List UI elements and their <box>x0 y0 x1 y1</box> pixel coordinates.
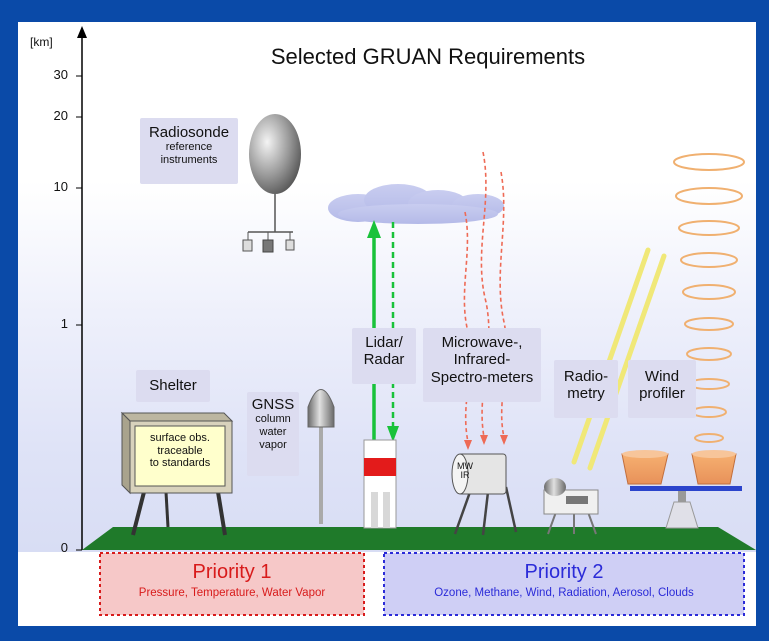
axis-tick-label-10: 10 <box>53 179 68 194</box>
radiometry-label: Radio- metry <box>554 368 618 403</box>
priority2-items: Ozone, Methane, Wind, Radiation, Aerosol… <box>434 587 694 599</box>
radiosonde-title: Radiosonde <box>148 124 230 141</box>
microwave-label: Microwave-, Infrared- Spectro-meters <box>418 334 546 386</box>
axis-unit-label: [km] <box>30 35 53 49</box>
shelter-label: Shelter <box>149 377 197 394</box>
microwave-line2: Infrared- <box>453 351 511 369</box>
gnss-label: GNSS column water vapor <box>247 396 299 451</box>
axis-tick-label-1: 1 <box>60 316 68 331</box>
radiosonde-sub1: reference <box>165 141 213 154</box>
microwave-line1: Microwave-, <box>441 334 523 351</box>
mwir-radiometer <box>451 453 518 536</box>
gnss-antenna <box>307 389 335 524</box>
axis-arrowhead <box>77 26 87 38</box>
shelter-sign-line2: traceable <box>157 444 203 457</box>
radiometer-instrument <box>543 478 599 535</box>
ground <box>82 527 756 550</box>
lidar-line2: Radar <box>363 351 405 369</box>
priority2-box <box>383 552 745 616</box>
cloud <box>328 184 504 224</box>
mwir-line2: IR <box>460 470 470 481</box>
shelter-sign-text: surface obs. traceable to standards <box>135 432 225 470</box>
radiosonde-label-box <box>140 118 238 184</box>
lidar-line1: Lidar/ <box>365 334 403 351</box>
radiometry-line1: Radio- <box>563 368 609 385</box>
mwir-label: MW IR <box>456 461 474 481</box>
radiometry-label-box <box>554 360 618 418</box>
shelter <box>120 411 234 536</box>
microwave-line3: Spectro-meters <box>430 368 534 386</box>
priority1-title: Priority 1 <box>192 561 272 583</box>
priority1-label: Priority 1 Pressure, Temperature, Water … <box>100 561 364 599</box>
wind-line1: Wind <box>644 368 680 385</box>
wind-label-box <box>628 360 696 418</box>
radiometry-line2: metry <box>567 385 605 403</box>
gnss-sub3: vapor <box>259 438 287 451</box>
axis-tick-label-0: 0 <box>60 540 68 555</box>
gnss-title: GNSS <box>251 396 295 413</box>
mwir-line1: MW <box>457 461 473 471</box>
gnss-sub1: column <box>255 413 291 426</box>
wind-profiler-instrument <box>621 450 742 529</box>
diagram-title: Selected GRUAN Requirements <box>270 44 586 69</box>
wind-profiler-rings <box>673 153 745 443</box>
lidar-label: Lidar/ Radar <box>352 334 416 369</box>
solar-rays <box>571 247 667 471</box>
priority2-title: Priority 2 <box>524 561 604 583</box>
lidar-label-box <box>352 328 416 384</box>
microwave-arrowheads <box>464 435 508 450</box>
gnss-sub2: water <box>259 425 287 438</box>
scene-drawing <box>76 26 756 616</box>
priority2-label: Priority 2 Ozone, Methane, Wind, Radiati… <box>384 561 744 599</box>
microwave-label-box <box>423 328 541 402</box>
shelter-sign-line1: surface obs. <box>150 432 210 444</box>
gnss-label-box <box>247 392 299 476</box>
radiosonde-sub2: instruments <box>160 153 218 166</box>
axis-tick-label-20: 20 <box>53 108 68 123</box>
priority1-box <box>99 552 365 616</box>
priority1-items: Pressure, Temperature, Water Vapor <box>138 587 326 599</box>
wind-line2: profiler <box>639 385 685 403</box>
lidar-instrument <box>363 439 397 529</box>
radiosonde-label: Radiosonde reference instruments <box>140 124 238 167</box>
radiosonde-balloon <box>242 114 301 253</box>
wind-label: Wind profiler <box>628 368 696 403</box>
shelter-sign-line3: to standards <box>149 457 211 470</box>
axis-tick-label-30: 30 <box>53 67 68 82</box>
altitude-axis <box>76 26 87 551</box>
diagram-panel: Selected GRUAN Requirements <box>18 22 756 626</box>
shelter-label-box <box>136 370 210 402</box>
